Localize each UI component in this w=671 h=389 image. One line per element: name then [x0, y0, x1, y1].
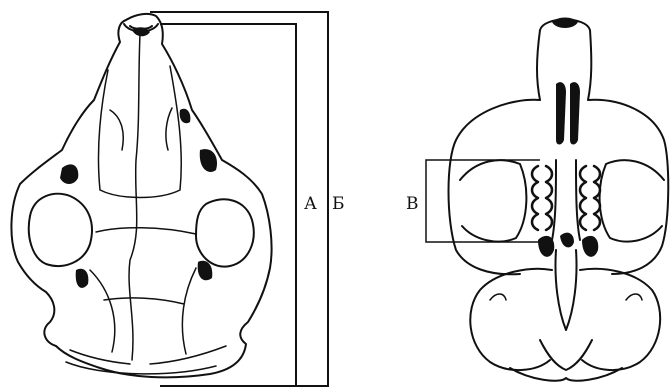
- left-skull-outline: [11, 14, 271, 377]
- bulla-rims: [490, 294, 642, 300]
- right-auditory-bulla: [580, 269, 660, 370]
- left-auditory-bulla: [470, 269, 552, 370]
- frontal-lines: [98, 66, 181, 198]
- left-skull-dorsal-view: [11, 14, 271, 377]
- label-v: В: [406, 196, 419, 213]
- incisive-foramina: [556, 82, 580, 144]
- basioccipital: [555, 250, 576, 330]
- basicranium-dark: [538, 233, 598, 257]
- left-zygomatic-inner: [460, 160, 526, 241]
- right-orbit: [196, 199, 254, 266]
- ventral-occipital: [510, 340, 622, 381]
- bracket-b: [150, 12, 328, 386]
- right-zygomatic-inner: [600, 160, 664, 241]
- label-a: А: [304, 196, 317, 213]
- molars-left: [532, 166, 552, 230]
- right-skull-ventral-view: [449, 18, 669, 381]
- measurement-brackets: [150, 12, 328, 386]
- left-orbit: [29, 194, 92, 266]
- occipital-detail: [66, 346, 226, 374]
- parietal-lines: [90, 228, 196, 354]
- label-b: Б: [332, 196, 345, 213]
- molars-right: [580, 166, 600, 230]
- palate-center: [552, 160, 580, 240]
- ventral-nose-tip: [552, 18, 578, 29]
